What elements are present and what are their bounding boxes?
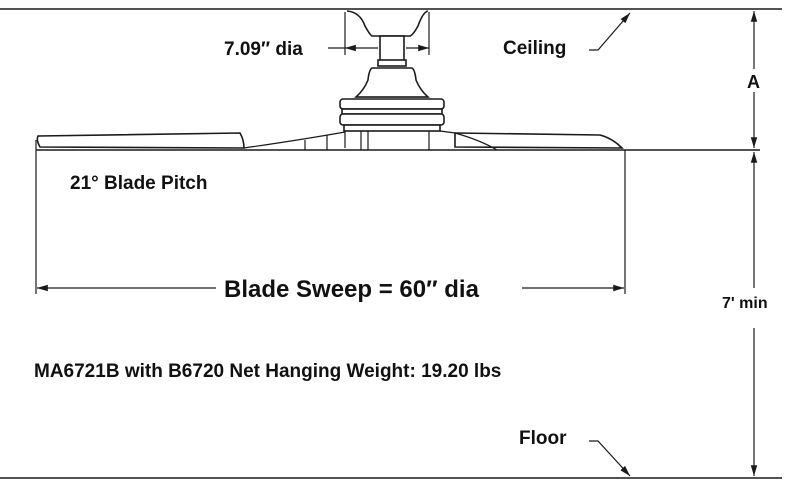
blade-sweep-label: Blade Sweep = 60″ dia [224,276,480,303]
min-height-label: 7' min [722,295,768,312]
blade-pitch-label: 21° Blade Pitch [70,173,207,194]
floor-label: Floor [519,428,567,449]
motor-ring-3 [339,113,445,126]
weight-note: MA6721B with B6720 Net Hanging Weight: 1… [34,361,501,382]
downrod [379,35,405,64]
ceiling-leader [589,12,631,51]
dimension-a-label: A [747,72,760,92]
right-blade [454,132,624,149]
downrod-collar [377,59,407,67]
motor-ring-1 [339,98,445,110]
fan-illustration [36,10,624,151]
floor-leader [589,440,631,477]
motor-base [343,124,441,132]
motor-housing-top [353,67,431,98]
canopy-dimension [328,12,430,55]
ceiling-label: Ceiling [503,38,566,59]
canopy-diameter-label: 7.09″ dia [224,39,303,60]
left-blade [36,132,245,149]
canopy [346,10,429,37]
